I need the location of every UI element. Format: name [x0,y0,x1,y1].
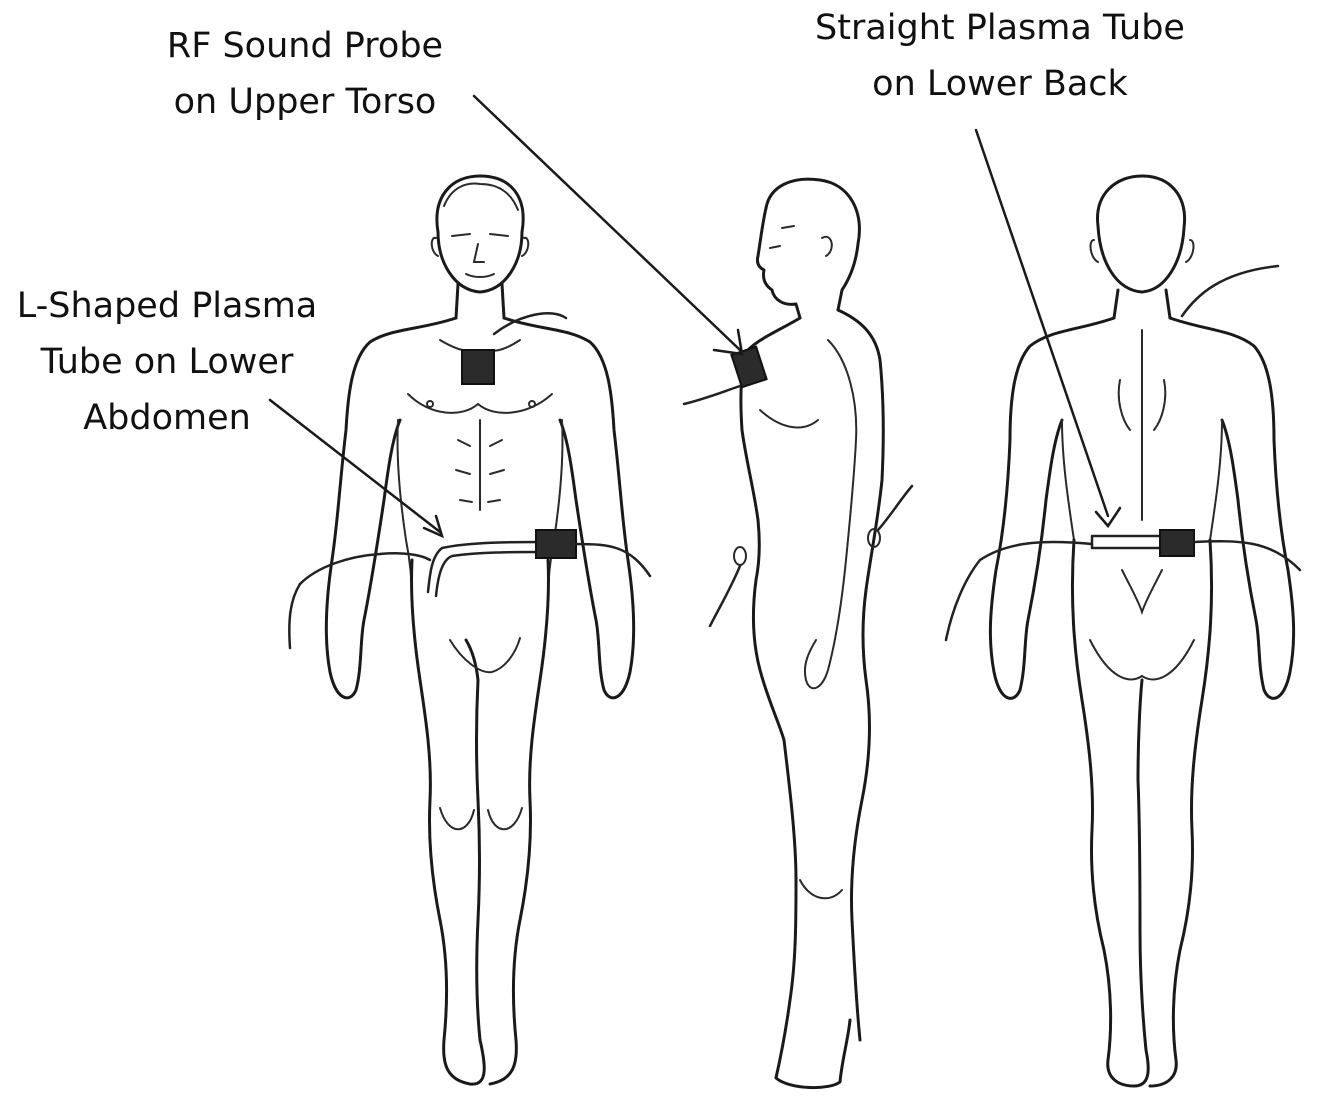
rf-probe-arrow [474,96,740,350]
front-view-figure [289,176,650,1084]
l-tube-arrow [270,400,440,532]
rf-probe-arrowhead [714,330,742,354]
side-view-figure [684,179,912,1087]
back-device-box [1160,530,1194,556]
straight-tube-arrow [976,130,1108,516]
abdomen-device-box [536,530,576,558]
back-view-figure [946,176,1300,1086]
chest-probe-box [462,350,494,384]
